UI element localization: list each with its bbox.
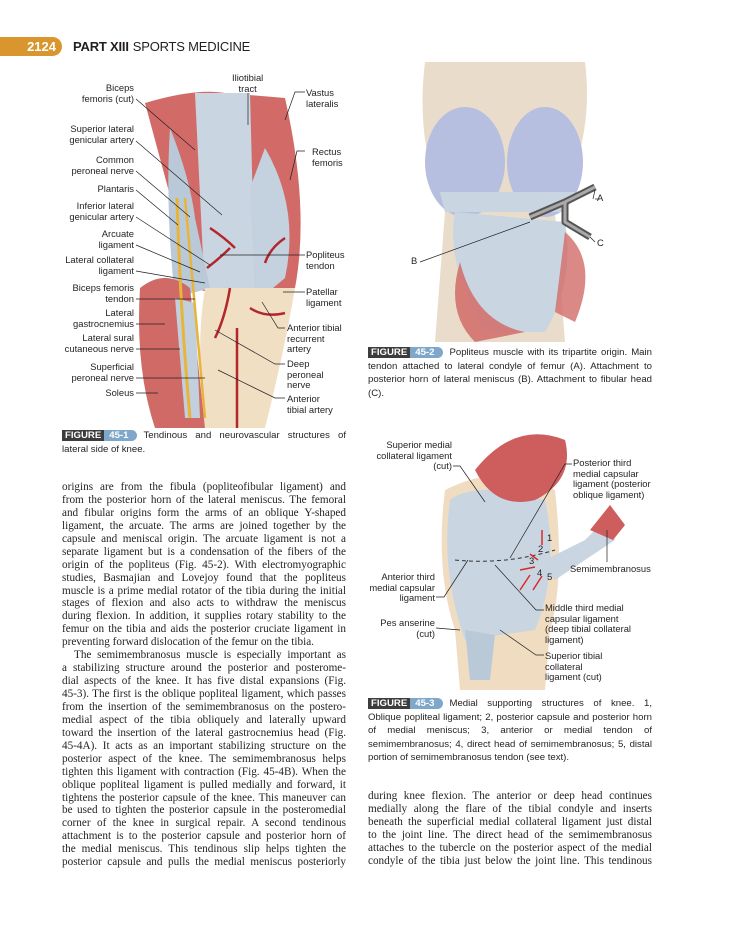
label-b: B (411, 255, 418, 266)
number-5: 5 (547, 571, 553, 582)
label-anterior-tibial-artery: Anterior tibial artery (287, 393, 333, 415)
label-biceps-femoris-cut: Biceps femoris (cut) (81, 82, 134, 104)
part-label: PART XIII (73, 39, 129, 54)
number-3: 3 (529, 555, 535, 566)
text-line: capsule and meniscal origin. The arcuate… (62, 532, 346, 545)
text-line: preventing forward dislocation of the fe… (62, 636, 314, 649)
body-text-left-column: origins are from the fibula (popliteofib… (62, 481, 346, 869)
section-label: SPORTS MEDICINE (132, 39, 251, 54)
text-line: tightens the posterior capsule of the kn… (62, 791, 346, 804)
figure-45-1-illustration (139, 91, 301, 428)
text-line: medial aspect of the tibia obliquely and… (62, 713, 346, 726)
text-line: beneath the superficial medial collatera… (368, 815, 652, 828)
label-popliteus-tendon: Popliteus tendon (306, 249, 345, 271)
label-lateral-gastrocnemius: Lateral gastrocnemius (73, 307, 134, 329)
text-line: during knee flexion. The anterior or dee… (368, 790, 652, 802)
label-superior-medial-collateral-ligament: Superior medial collateral ligament (cut… (376, 439, 452, 472)
label-plantaris: Plantaris (97, 183, 134, 194)
text-line: condyle of the tibia just below the join… (368, 854, 652, 867)
number-4: 4 (537, 567, 543, 578)
text-line: attaches to the tubercle on the posterio… (368, 841, 652, 854)
text-line: dial aspects of the knee. It has five di… (62, 675, 346, 688)
label-superior-lateral-genicular-artery: Superior lateral genicular artery (69, 123, 134, 145)
label-anterior-tibial-recurrent-artery: Anterior tibial recurrent artery (287, 322, 342, 355)
label-lateral-sural-cutaneous-nerve: Lateral sural cutaneous nerve (64, 332, 134, 354)
text-line: corner of the knee in surgical repair. A… (62, 817, 346, 830)
caption-text: Tendinous and neurovascular structures o… (62, 430, 346, 455)
text-line: 45-4A). It acts as an important stabiliz… (62, 739, 346, 752)
text-line: muscle is a prime medial rotator of the … (62, 584, 346, 597)
label-inferior-lateral-genicular-artery: Inferior lateral genicular artery (69, 200, 134, 222)
text-line: posterior capsule and pulls the medial m… (62, 856, 346, 869)
label-lateral-collateral-ligament: Lateral collateral ligament (65, 254, 134, 276)
label-superior-tibial-collateral-ligament: Superior tibial collateral ligament (cut… (545, 650, 603, 683)
label-middle-third-medial-capsular-ligament: Middle third medial capsular ligament (d… (545, 602, 631, 645)
figure-45-3-leader-lines (435, 463, 608, 656)
text-line: The semimembranosus muscle is especially… (74, 649, 346, 662)
text-line: femur on the tibia and aids the posterio… (62, 623, 346, 636)
text-line: posterior aspect of the knee. The semime… (62, 752, 346, 765)
caption-text: Popliteus muscle with its tripartite ori… (368, 347, 652, 399)
text-line: during flexion. In addition, it supplies… (62, 610, 346, 623)
label-common-peroneal-nerve: Common peroneal nerve (71, 154, 134, 176)
text-line: ligament, the arcuate. The arms are join… (62, 519, 346, 532)
page-number: 2124 (27, 39, 56, 54)
label-biceps-femoris-tendon: Biceps femoris tendon (72, 282, 134, 304)
figure-45-2-illustration (419, 62, 600, 342)
label-patellar-ligament: Patellar ligament (306, 286, 342, 308)
text-line: from the insertion of the semimembranosu… (62, 700, 346, 713)
label-deep-peroneal-nerve: Deep peroneal nerve (287, 358, 324, 391)
number-2: 2 (538, 543, 544, 554)
text-line: from the posterior horn of the lateral m… (62, 493, 346, 506)
label-superficial-peroneal-nerve: Superficial peroneal nerve (71, 361, 134, 383)
number-1: 1 (547, 532, 553, 543)
page-number-tab: 2124 (0, 37, 62, 56)
label-semimembranosus: Semimembranosus (570, 563, 651, 574)
text-line: and fibular origins form the arms of an … (62, 506, 346, 519)
text-line: 45-3). The first is the oblique poplitea… (62, 688, 346, 700)
label-c: C (597, 237, 604, 248)
label-anterior-third-medial-capsular-ligament: Anterior third medial capsular ligament (369, 571, 435, 604)
text-line: oblique popliteal ligament is pulled med… (62, 778, 346, 791)
text-line: stages of flexion and also acts to withd… (62, 597, 346, 610)
figure-45-3-illustration (441, 434, 625, 690)
text-line: attachment is to the posterior capsule a… (62, 830, 346, 843)
figure-45-1-leader-lines (135, 91, 305, 399)
text-line: origins are from the fibula (popliteofib… (62, 481, 346, 493)
text-line: be used to tighten the posterior capsule… (62, 804, 346, 817)
label-a: A (597, 192, 604, 203)
text-line: the medial meniscus. This tendinous slip… (62, 843, 346, 856)
label-iliotibial-tract: Iliotibial tract (232, 72, 264, 94)
label-pes-anserine: Pes anserine (cut) (380, 617, 435, 639)
text-line: toward the insertion of the lateral gast… (62, 726, 346, 739)
text-line: origin of the popliteus (Fig. 45-2). Wit… (62, 558, 346, 571)
label-vastus-lateralis: Vastus lateralis (306, 87, 339, 109)
text-line: to the joint line. The direct head of th… (368, 828, 652, 841)
label-arcuate-ligament: Arcuate ligament (98, 228, 134, 250)
label-rectus-femoris: Rectus femoris (312, 146, 343, 168)
body-text-right-column: during knee flexion. The anterior or dee… (368, 790, 652, 868)
label-posterior-third-medial-capsular-ligament: Posterior third medial capsular ligament… (573, 457, 651, 500)
label-soleus: Soleus (105, 387, 134, 398)
caption-text: Medial supporting structures of knee. 1,… (368, 698, 652, 764)
text-line: tighten this ligament with contraction (… (62, 765, 346, 778)
text-line: separate ligament but is a condensation … (62, 545, 346, 558)
text-line: a stabilizing structure around the poste… (62, 662, 346, 675)
text-line: medially along the flare of the tibial c… (368, 802, 652, 815)
text-line: studies, Basmajian and Lovejoy found tha… (62, 571, 346, 584)
